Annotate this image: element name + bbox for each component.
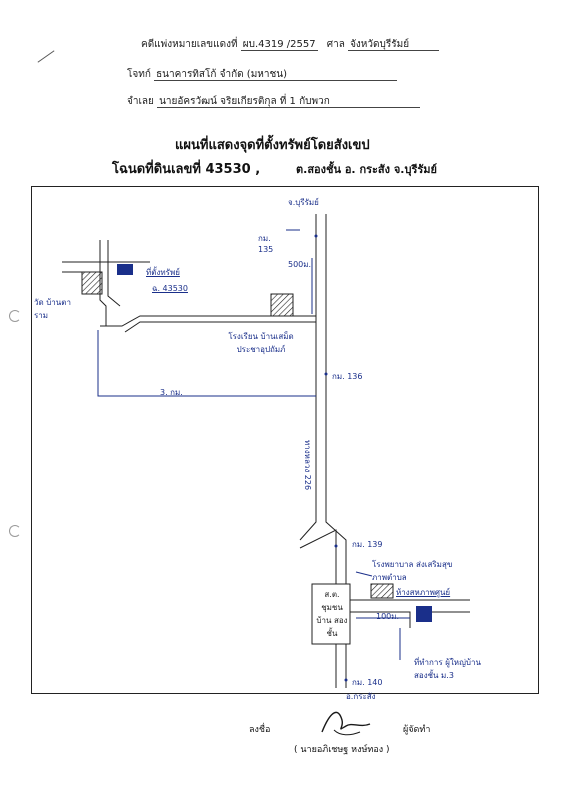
case-label: คดีแพ่งหมายเลขแดงที่ bbox=[141, 39, 238, 50]
deed-number: โฉนดที่ดินเลขที่ 43530 , bbox=[112, 162, 261, 177]
dist-3km-line bbox=[97, 386, 316, 397]
deed-location: ต.สองชั้น อ. กระสัง จ.บุรีรัมย์ bbox=[296, 163, 437, 176]
km140-label: กม. 140 bbox=[352, 678, 383, 687]
health-center-label: ห้างสหภาพศูนย์ bbox=[396, 588, 451, 597]
plaintiff-value: ธนาคารทิสโก้ จำกัด (มหาชน) bbox=[154, 69, 398, 81]
highway-label: ทางหลวง 226 bbox=[303, 440, 312, 491]
plaintiff-label: โจทก์ bbox=[127, 69, 151, 80]
community-box bbox=[311, 583, 351, 645]
branch-road-top-edge bbox=[100, 315, 316, 327]
to-krasang-label: อ.กระสัง bbox=[346, 692, 376, 701]
defendant-value: นายอัครวัฒน์ จริยเกียรติกุล ที่ 1 กับพวก bbox=[157, 96, 420, 108]
dist-100m-label: 100ม. bbox=[376, 612, 400, 621]
temple-marker bbox=[81, 271, 103, 295]
community-label: ส.ต. ชุมชน บ้าน สองชั้น bbox=[316, 590, 348, 638]
headman-house-marker bbox=[416, 606, 432, 622]
branch-road-bottom-edge bbox=[124, 321, 316, 333]
side-road-bottom bbox=[346, 611, 411, 628]
defendant-row: จำเลย นายอัครวัฒน์ จริยเกียรติกุล ที่ 1 … bbox=[127, 94, 420, 109]
maker-label: ผู้จัดทำ bbox=[403, 725, 431, 735]
map-title: แผนที่แสดงจุดที่ตั้งทรัพย์โดยสังเขป bbox=[175, 138, 370, 153]
court-label: ศาล bbox=[326, 39, 345, 50]
hospital-marker bbox=[370, 583, 394, 599]
dist-3km-label: 3. กม. bbox=[160, 388, 183, 397]
hospital-label: โรงพยาบาล ส่งเสริมสุขภาพตำบล bbox=[372, 560, 453, 582]
headman-house-label: ที่ทำการ ผู้ใหญ่บ้านสองชั้น ม.3 bbox=[414, 658, 481, 680]
km139-label: กม. 139 bbox=[352, 540, 383, 549]
to-buriram-label: จ.บุรีรัมย์ bbox=[288, 198, 319, 207]
sign-label: ลงชื่อ bbox=[249, 725, 271, 735]
deed-number-label: ฉ. 43530 bbox=[152, 284, 188, 293]
hospital-leader bbox=[355, 571, 373, 577]
plaintiff-row: โจทก์ ธนาคารทิสโก้ จำกัด (มหาชน) bbox=[127, 67, 398, 82]
signer-name: ( นายอภิเชษฐ หงษ์ทอง ) bbox=[294, 745, 390, 755]
signature-image bbox=[321, 711, 371, 736]
village-road-right bbox=[107, 240, 121, 307]
school-marker bbox=[270, 293, 294, 317]
case-value: ผบ.4319 /2557 bbox=[240, 39, 318, 51]
case-number-row: คดีแพ่งหมายเลขแดงที่ ผบ.4319 /2557 ศาล จ… bbox=[141, 37, 440, 52]
court-value: จังหวัดบุรีรัมย์ bbox=[348, 39, 440, 51]
dist-500m-label: 500ม. bbox=[288, 260, 312, 269]
village-road-left bbox=[99, 240, 107, 326]
defendant-label: จำเลย bbox=[127, 96, 154, 107]
property-label: ที่ตั้งทรัพย์ bbox=[146, 268, 180, 277]
temple-label: วัด บ้านตาราม bbox=[34, 298, 71, 320]
km136-label: กม. 136 bbox=[332, 372, 363, 381]
property-marker bbox=[117, 264, 133, 275]
km135-label: กม. 135 bbox=[258, 234, 274, 254]
punch-hole bbox=[9, 525, 21, 537]
highway-left-edge bbox=[299, 214, 317, 541]
punch-hole bbox=[9, 310, 21, 322]
school-label: โรงเรียน บ้านเสม็ด ประชาอุปถัมภ์ bbox=[228, 332, 294, 354]
map-frame bbox=[31, 186, 539, 694]
